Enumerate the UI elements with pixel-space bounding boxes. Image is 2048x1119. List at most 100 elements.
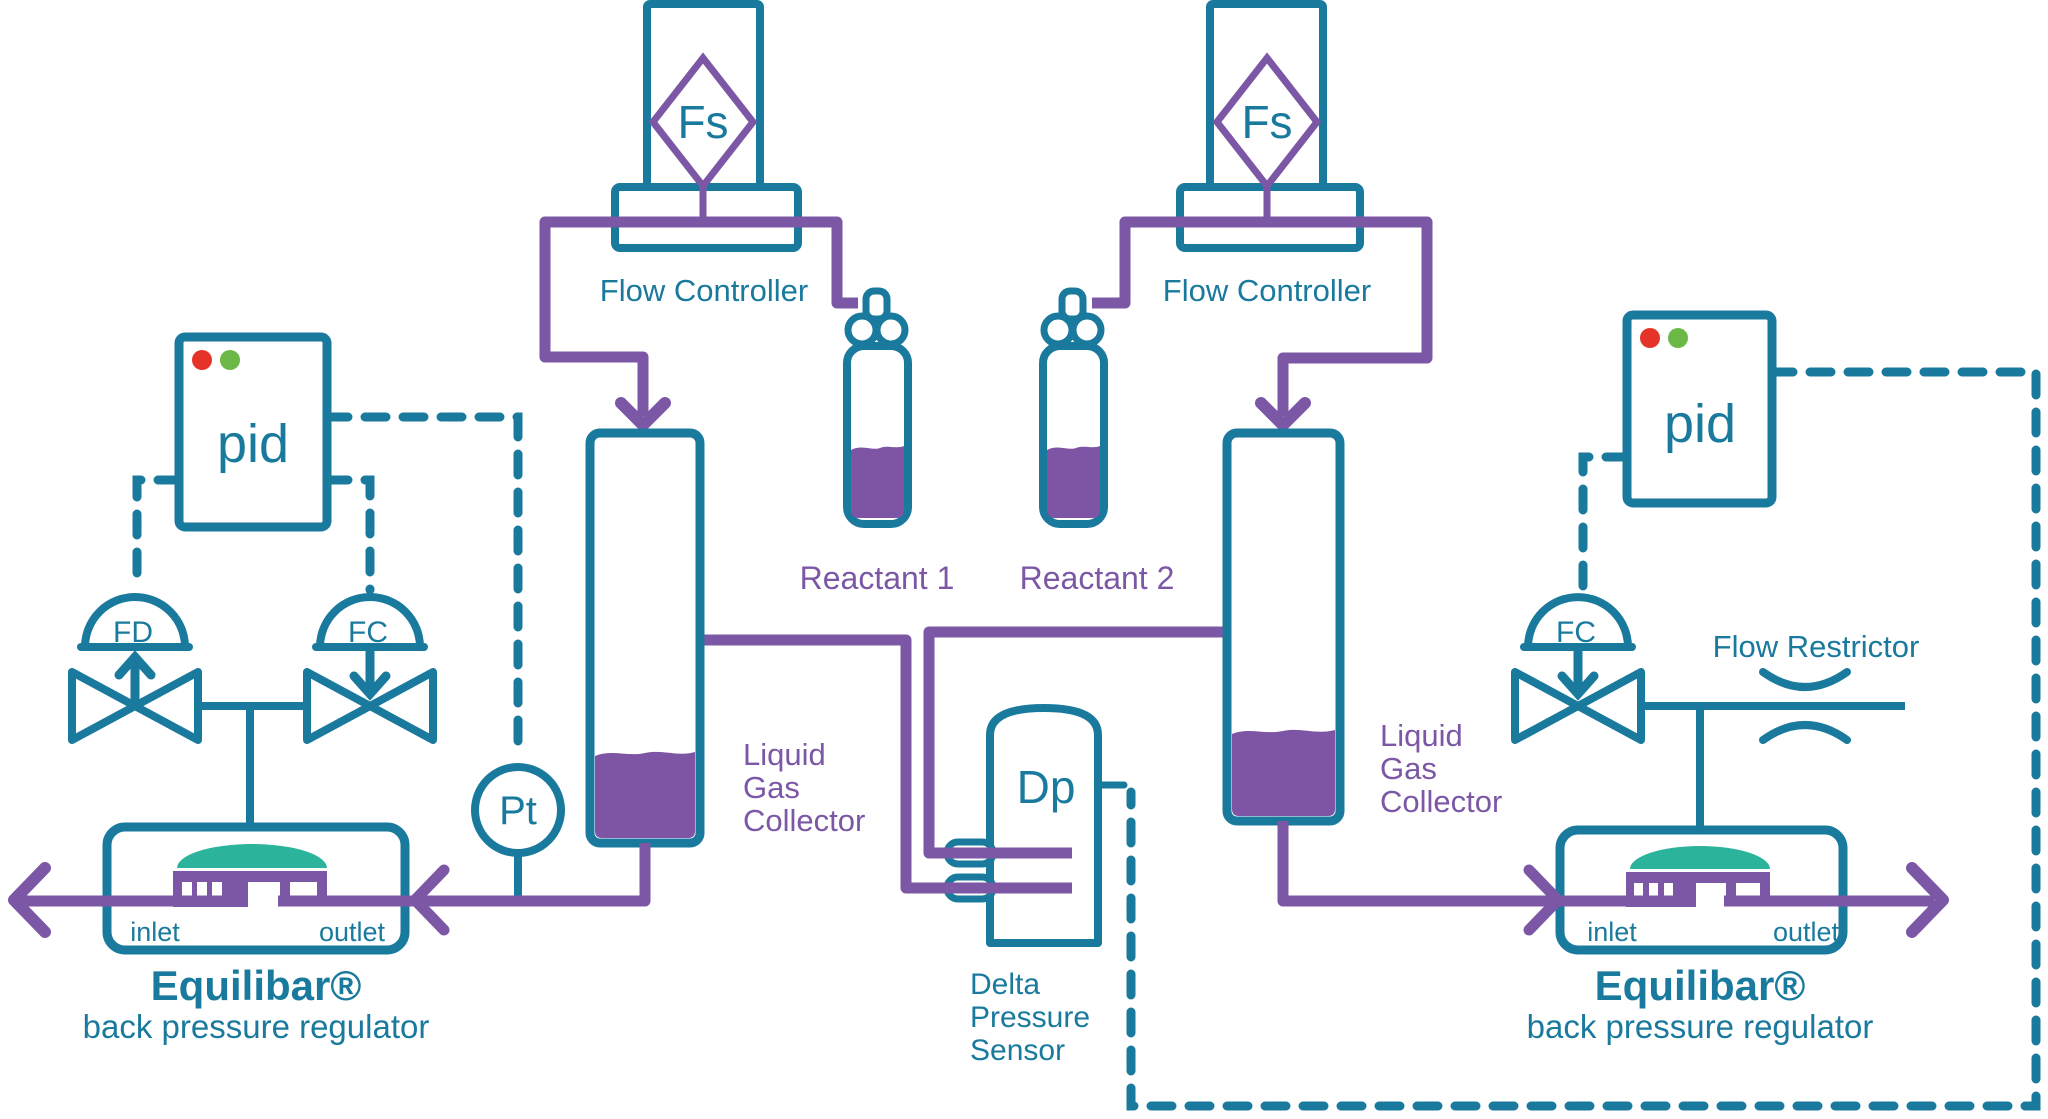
regulator2-subtitle: back pressure regulator — [1527, 1008, 1874, 1045]
fc-right-valve-assembly — [1511, 593, 1905, 851]
regulator2-bar — [1626, 872, 1770, 883]
regulator1-inlet-label: inlet — [130, 917, 180, 947]
arrow-right-inlet-icon — [1523, 864, 1564, 936]
fc-left-valve-assembly — [194, 593, 437, 850]
regulator2-slot — [1649, 883, 1658, 896]
fd-valve-assembly — [68, 593, 202, 744]
fc-right-valve-icon — [1511, 668, 1645, 744]
fc-left-arrow-down-icon — [349, 671, 391, 701]
regulator2-diaphragm-icon — [1630, 846, 1770, 869]
pid1-label: pid — [217, 414, 289, 474]
arrow-right-outlet-icon — [1906, 862, 1949, 938]
regulator1-slot — [212, 882, 222, 896]
flow-restrictor-upper-arc-icon — [1759, 668, 1851, 691]
reactant-1-cylinder — [843, 287, 912, 528]
regulator1-body — [102, 822, 410, 955]
regulator-flow-lines — [8, 821, 1949, 938]
fc-left-actuator-dome-icon — [316, 593, 424, 651]
fs1-diamond-icon — [648, 52, 758, 192]
pid1-green-led-icon — [220, 350, 240, 370]
dp-label-line1: Delta — [970, 968, 1040, 1001]
arrow-into-column2-icon — [1255, 397, 1311, 431]
regulator1-diaphragm-icon — [177, 844, 327, 868]
reactant-1-liquid — [851, 446, 904, 518]
pressure-transmitter — [471, 763, 565, 896]
collector-column-2 — [1222, 428, 1345, 826]
flow-restrictor-label: Flow Restrictor — [1713, 629, 1920, 664]
equilibar-regulator-left — [102, 822, 410, 955]
regulator2-name: Equilibar® — [1595, 962, 1806, 1009]
signal-pid2-to-fc — [1578, 452, 1632, 595]
regulator2-inlet-label: inlet — [1587, 917, 1637, 947]
regulator1-outlet-label: outlet — [319, 917, 386, 947]
reactant-2-valve-right — [1069, 312, 1105, 348]
fd-actuator-dome-icon — [81, 593, 189, 651]
pid1-red-led-icon — [192, 350, 212, 370]
equilibar-regulator-right — [1555, 825, 1848, 955]
fd-valve-icon — [68, 668, 202, 744]
fd-arrow-up-icon — [114, 650, 156, 680]
signal-pid1-to-fc — [322, 475, 375, 595]
dp-tag: Dp — [1017, 761, 1076, 813]
reactant-1-valve-right — [873, 312, 909, 348]
pid2-green-led-icon — [1668, 328, 1688, 348]
collector-2-label-line1: Liquid — [1380, 718, 1463, 753]
pid-controller-left — [174, 332, 332, 532]
pipe-reactant2-to-column2 — [1092, 216, 1433, 416]
dp-tap-upper-pipe — [929, 847, 1072, 859]
fs1-tag: Fs — [677, 96, 728, 148]
dp-label-line2: Pressure — [970, 1001, 1090, 1034]
signal-pid1-to-pt — [322, 412, 523, 762]
reactant-1-valve-stem — [862, 287, 891, 323]
arrow-left-mid-icon — [409, 864, 450, 936]
arrow-left-outlet-icon — [8, 862, 51, 938]
regulator1-slot — [197, 882, 207, 896]
reactant-2-liquid — [1047, 446, 1100, 518]
pipe-column1-to-regulator1 — [278, 843, 651, 907]
regulator1-slot — [182, 882, 192, 896]
flow-controller-2-label: Flow Controller — [1163, 273, 1371, 308]
pipe-reactant1-to-column1 — [539, 216, 858, 416]
regulator1-name: Equilibar® — [151, 962, 362, 1009]
arrow-into-column1-icon — [615, 397, 671, 431]
fs2-diamond-icon — [1212, 52, 1322, 192]
dp-body — [986, 704, 1102, 947]
reactant-2-label: Reactant 2 — [1020, 560, 1175, 596]
delta-pressure-sensor — [906, 704, 1128, 947]
fc-right-tag: FC — [1556, 616, 1596, 649]
pt-tag: Pt — [499, 789, 537, 833]
collector-2-label-line2: Gas — [1380, 751, 1437, 786]
regulator1-subtitle: back pressure regulator — [83, 1008, 430, 1045]
pid-controller-right — [1622, 310, 1777, 508]
pt-circle-icon — [471, 763, 565, 857]
flow-restrictor-lower-arc-icon — [1759, 721, 1851, 744]
reactant-2-cylinder — [1039, 287, 1108, 528]
reactant-1-valve-left — [844, 312, 880, 348]
regulator2-body — [1555, 825, 1848, 955]
fs2-tag: Fs — [1241, 96, 1292, 148]
dp-label-line3: Sensor — [970, 1034, 1065, 1067]
flow-controller-1-label: Flow Controller — [600, 273, 808, 308]
fc-right-actuator-dome-icon — [1524, 593, 1632, 651]
fs-sensor-icons — [648, 52, 1322, 192]
regulator1-bar — [173, 871, 327, 882]
column-2-liquid — [1232, 729, 1335, 816]
regulator1-leg — [280, 882, 290, 896]
collector-1-label-line1: Liquid — [743, 737, 826, 772]
regulator1-leg — [317, 882, 327, 896]
dp-tap-lower-pipe — [906, 882, 1072, 894]
fc-right-arrow-down-icon — [1557, 671, 1599, 701]
regulator2-outlet-label: outlet — [1773, 917, 1840, 947]
collector-1-label-line2: Gas — [743, 770, 800, 805]
fc-left-valve-icon — [303, 668, 437, 744]
pid2-box — [1622, 310, 1777, 508]
collector-1-label-line3: Collector — [743, 803, 865, 838]
control-signal-lines — [132, 367, 2041, 1111]
flow-controller-1 — [611, 0, 802, 252]
reactant-1-label: Reactant 1 — [800, 560, 955, 596]
reactant-2-valve-left — [1040, 312, 1076, 348]
column-1-liquid — [595, 751, 695, 838]
regulator2-slot — [1664, 883, 1673, 896]
